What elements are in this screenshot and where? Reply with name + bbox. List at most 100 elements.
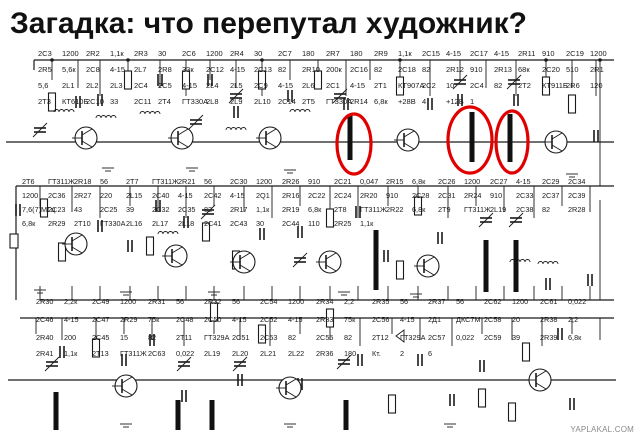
trimmer-capacitor-symbol	[228, 88, 244, 104]
ground-symbol	[566, 173, 578, 178]
capacitor-symbol	[287, 90, 293, 102]
component-label: 2L20	[232, 349, 248, 358]
component-label: 2R41	[36, 349, 53, 358]
component-label: 43	[74, 205, 82, 214]
component-label: 56	[456, 297, 464, 306]
component-label: 2C25	[100, 205, 117, 214]
transistor-symbol	[316, 250, 342, 274]
component-label: 4-15	[232, 315, 247, 324]
component-label: 2C47	[92, 315, 109, 324]
red-highlight-circles	[335, 105, 530, 176]
component-label: 6,8к	[308, 205, 322, 214]
component-label: 2R10	[302, 65, 320, 74]
ground-symbol	[34, 289, 46, 294]
component-label: 4-15	[64, 315, 79, 324]
junction-dot	[260, 58, 264, 62]
component-label: 2C17	[470, 49, 488, 58]
component-label: КТ911Б	[542, 81, 568, 90]
component-label: КТ907А	[398, 81, 424, 90]
component-label: 2C9	[254, 81, 268, 90]
component-label: 2C23	[48, 205, 65, 214]
component-label: 2,2	[568, 315, 578, 324]
component-label: 2T7	[126, 177, 139, 186]
component-label: 910	[542, 49, 555, 58]
component-label: 2L2	[86, 81, 99, 90]
capacitor-symbol	[97, 94, 103, 106]
component-label: 2C55	[316, 333, 333, 342]
component-label: 2T8	[334, 205, 347, 214]
ground-symbol	[284, 169, 296, 174]
transistor-symbol	[256, 126, 282, 150]
ferrite-core-bar	[175, 400, 181, 430]
component-label: 2Q1	[256, 191, 270, 200]
ferrite-core-bar	[343, 400, 349, 430]
transistor-symbol	[230, 250, 256, 274]
trimmer-capacitor-symbol	[506, 74, 522, 90]
component-label: 220	[100, 191, 112, 200]
component-label: 82	[278, 65, 286, 74]
ground-symbol	[410, 293, 422, 298]
component-label: 82	[422, 65, 430, 74]
component-label: 2T11	[176, 333, 192, 342]
component-label: 30	[158, 49, 166, 58]
component-label: 0,022	[456, 333, 474, 342]
component-label: 2R11	[518, 49, 535, 58]
component-label: 2C1	[326, 81, 340, 90]
component-label: 2C28	[412, 191, 429, 200]
capacitor-symbol	[233, 106, 239, 118]
component-label: 2C7	[278, 49, 292, 58]
transistor-symbol	[276, 376, 302, 400]
component-label: 200к	[326, 65, 343, 74]
circuit-components	[9, 58, 602, 430]
ferrite-core-bar	[53, 392, 59, 430]
component-label: 2T4	[158, 97, 171, 106]
capacitor-symbol	[183, 216, 189, 228]
component-label: 110	[308, 219, 320, 228]
component-label: 1,1к	[110, 49, 124, 58]
component-label: 120	[590, 81, 603, 90]
component-label: 56	[100, 177, 108, 186]
resistor-symbol	[413, 196, 423, 216]
component-label: 2R28	[568, 205, 585, 214]
component-label: 2R1	[590, 65, 604, 74]
capacitor-symbol	[121, 354, 127, 366]
component-label: 2L8	[206, 97, 219, 106]
component-label: 33к	[182, 65, 194, 74]
resistor-symbol	[209, 302, 219, 322]
capacitor-symbol	[513, 94, 519, 106]
component-label: 2R27	[74, 191, 91, 200]
capacitor-symbol	[343, 98, 349, 110]
quartz-crystal-symbol	[9, 233, 19, 249]
component-label: 4-15	[494, 49, 509, 58]
transistor-symbol	[162, 244, 188, 268]
ground-symbol	[338, 291, 350, 296]
site-watermark: YAPLAKAL.COM	[570, 425, 634, 434]
component-label: 4-15	[446, 49, 461, 58]
component-label: 2L7	[134, 65, 147, 74]
junction-dot	[598, 58, 602, 62]
transistor-symbol	[112, 374, 138, 398]
capacitor-symbol	[437, 232, 443, 244]
component-label: 2R18	[74, 177, 91, 186]
component-label: 6	[428, 349, 432, 358]
resistor-symbol	[387, 394, 397, 414]
component-label: 2L1	[62, 81, 75, 90]
component-label: 180	[302, 49, 315, 58]
capacitor-symbol	[75, 96, 81, 108]
junction-dot	[544, 58, 548, 62]
component-label: 0,022	[176, 349, 194, 358]
component-label: 2L10	[254, 97, 271, 106]
ground-symbol	[186, 167, 198, 172]
component-label: 2C5	[158, 81, 172, 90]
component-label: 2R34	[316, 297, 333, 306]
component-label: 2C42	[204, 191, 221, 200]
component-label: 2R12	[446, 65, 464, 74]
component-label: 1200	[288, 297, 304, 306]
component-label: 82	[374, 65, 382, 74]
component-label: 2C52	[260, 315, 277, 324]
component-label: 56	[232, 297, 240, 306]
resistor-symbol	[395, 76, 405, 96]
component-label: 4-15	[400, 315, 415, 324]
component-label: 0,047	[360, 177, 378, 186]
component-label: 82	[288, 333, 296, 342]
